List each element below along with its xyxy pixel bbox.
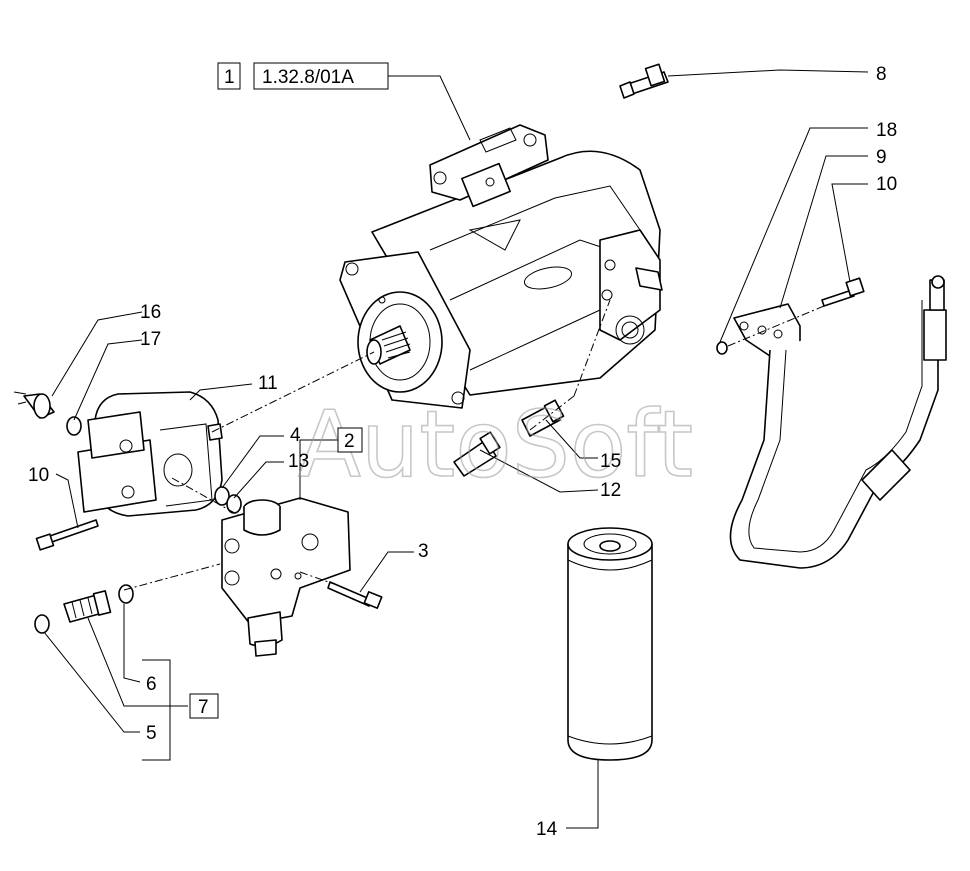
callout-13[interactable]: 13 bbox=[288, 451, 309, 472]
callout-2: 2 bbox=[344, 431, 355, 452]
hydraulic-pipe[interactable] bbox=[729, 275, 947, 569]
callout-17[interactable]: 17 bbox=[140, 329, 161, 350]
callout-5[interactable]: 5 bbox=[146, 723, 157, 744]
callout-12[interactable]: 12 bbox=[600, 480, 621, 501]
callout-18[interactable]: 18 bbox=[876, 120, 897, 141]
reference-box[interactable]: 1 1.32.8/01A bbox=[217, 62, 389, 90]
pressure-sensor[interactable] bbox=[13, 391, 55, 419]
oil-filter[interactable] bbox=[567, 527, 653, 761]
callout-11[interactable]: 11 bbox=[258, 373, 278, 394]
sensor-15[interactable] bbox=[521, 399, 565, 437]
callout-9[interactable]: 9 bbox=[876, 147, 887, 168]
callout-3[interactable]: 3 bbox=[418, 541, 429, 562]
bolt-10-right[interactable] bbox=[821, 277, 865, 307]
callout-8[interactable]: 8 bbox=[876, 64, 887, 85]
callout-15[interactable]: 15 bbox=[600, 451, 621, 472]
o-ring-18[interactable] bbox=[716, 341, 728, 355]
sensor-8[interactable] bbox=[619, 63, 669, 99]
callout-7-box[interactable]: 7 bbox=[189, 693, 219, 719]
watermark-text: AutoSoft bbox=[298, 391, 693, 498]
leader-lines bbox=[43, 69, 869, 829]
seal-ring[interactable] bbox=[66, 416, 82, 436]
callout-16[interactable]: 16 bbox=[140, 302, 161, 323]
threaded-fitting[interactable] bbox=[63, 590, 112, 623]
gear-pump[interactable] bbox=[77, 391, 223, 517]
o-ring-4[interactable] bbox=[214, 486, 230, 506]
callout-7: 7 bbox=[198, 697, 209, 718]
ref-code: 1.32.8/01A bbox=[262, 67, 354, 88]
callout-14[interactable]: 14 bbox=[536, 819, 558, 840]
callout-4[interactable]: 4 bbox=[290, 425, 301, 446]
pipe-bracket[interactable] bbox=[733, 303, 801, 357]
sensor-12[interactable] bbox=[453, 431, 501, 477]
callout-10-left[interactable]: 10 bbox=[28, 465, 49, 486]
valve-block[interactable] bbox=[221, 497, 351, 657]
o-ring-5[interactable] bbox=[34, 614, 50, 634]
main-hydraulic-pump[interactable] bbox=[339, 124, 663, 409]
callout-6[interactable]: 6 bbox=[146, 674, 157, 695]
ref-index: 1 bbox=[224, 67, 235, 88]
bolt-3[interactable] bbox=[327, 581, 383, 609]
callout-2-box[interactable]: 2 bbox=[337, 427, 363, 453]
assembly-centerlines bbox=[123, 299, 825, 591]
callout-10-right[interactable]: 10 bbox=[876, 174, 897, 195]
callout-labels: 8 18 9 10 16 17 11 4 13 10 3 15 12 6 5 1… bbox=[28, 64, 897, 840]
bolt-10-left[interactable] bbox=[35, 519, 99, 551]
o-ring-6[interactable] bbox=[118, 584, 134, 604]
